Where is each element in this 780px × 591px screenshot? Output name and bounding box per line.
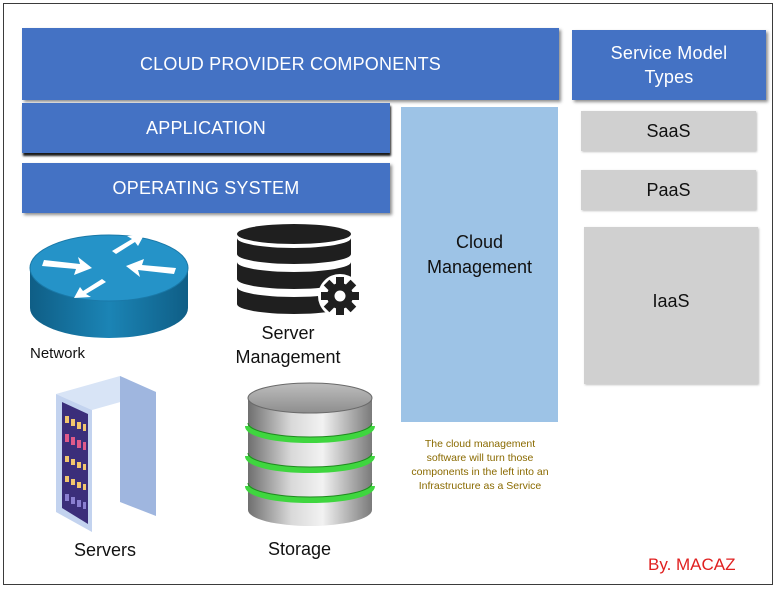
iaas-label: IaaS	[652, 291, 690, 311]
operating-system-layer: OPERATING SYSTEM	[22, 163, 390, 213]
saas-label: SaaS	[646, 120, 691, 141]
server-rack-icon	[56, 376, 156, 532]
application-layer-label: APPLICATION	[146, 117, 266, 138]
paas-label: PaaS	[646, 179, 691, 200]
service-model-types-title: Service Model Types	[610, 43, 728, 87]
cloud-management-note: The cloud management software will turn …	[411, 438, 549, 492]
diagram-frame	[3, 3, 773, 585]
cloud-provider-components-header: CLOUD PROVIDER COMPONENTS	[22, 28, 559, 100]
database-gear-icon	[237, 224, 362, 318]
cloud-provider-components-title: CLOUD PROVIDER COMPONENTS	[139, 53, 442, 74]
cloud-management-label: Cloud Management	[426, 231, 533, 277]
router-icon	[29, 234, 189, 338]
iaas-box: IaaS	[584, 227, 758, 384]
storage-label: Storage	[268, 539, 332, 559]
application-layer: APPLICATION	[22, 103, 390, 153]
server-management-label: Server Management	[235, 323, 341, 367]
storage-cylinder-icon	[245, 382, 375, 526]
operating-system-layer-label: OPERATING SYSTEM	[112, 177, 300, 198]
servers-label: Servers	[74, 540, 137, 560]
author-credit: By. MACAZ	[648, 555, 736, 574]
cloud-management-box: Cloud Management	[401, 107, 558, 422]
saas-box: SaaS	[581, 111, 756, 151]
network-label: Network	[30, 345, 86, 362]
service-model-types-header: Service Model Types	[572, 30, 766, 100]
paas-box: PaaS	[581, 170, 756, 210]
